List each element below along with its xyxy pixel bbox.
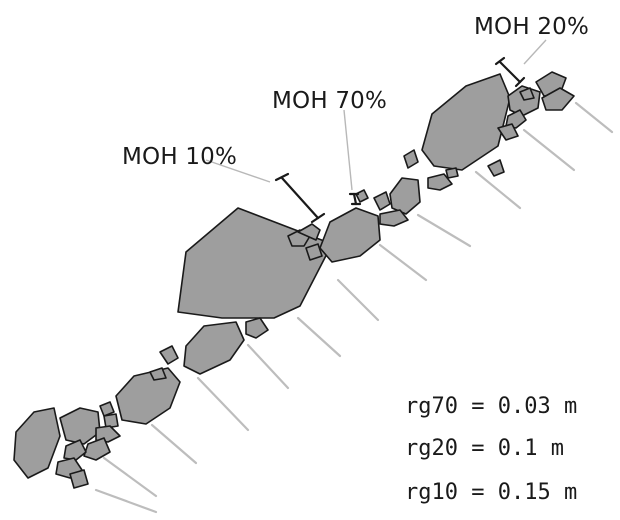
- leader-lines: [205, 39, 547, 191]
- marker-moh-70: [348, 192, 362, 206]
- measurement-markers: [274, 56, 526, 224]
- label-moh-10: MOH 10%: [122, 144, 238, 170]
- support-sticks: [94, 101, 614, 514]
- marker-moh-20: [494, 56, 526, 88]
- big-boulder: [177, 207, 333, 319]
- label-moh-70: MOH 70%: [272, 88, 388, 114]
- marker-moh-10: [274, 172, 326, 224]
- roughness-rg20: rg20 = 0.1 m: [405, 436, 564, 461]
- roughness-rg70: rg70 = 0.03 m: [405, 394, 578, 419]
- upper-boulder: [421, 73, 511, 171]
- roughness-rg10: rg10 = 0.15 m: [405, 480, 578, 505]
- rock-stack: [13, 71, 575, 489]
- label-moh-20: MOH 20%: [474, 14, 590, 40]
